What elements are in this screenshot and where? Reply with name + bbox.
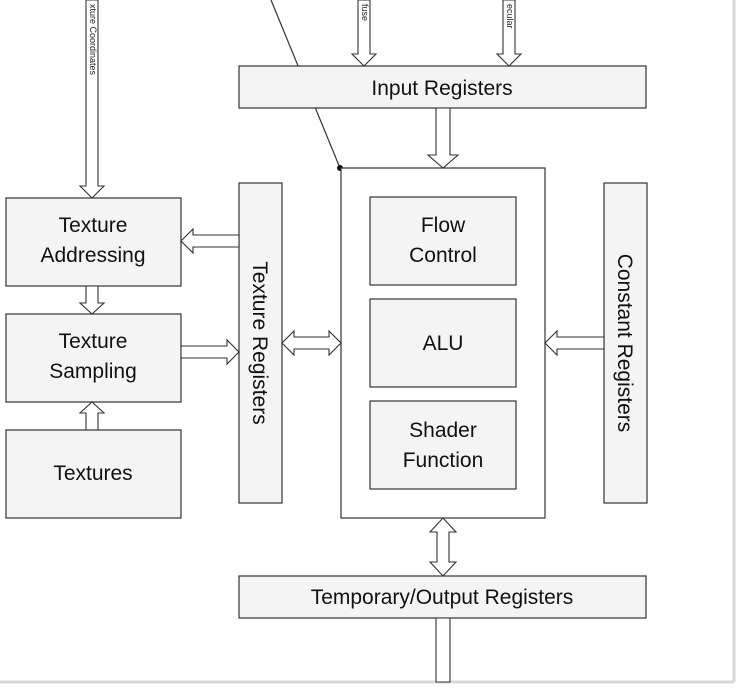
registers-to-addressing-arrow bbox=[180, 227, 240, 255]
input-to-core-arrow bbox=[426, 107, 460, 169]
shader-function-label-line2: Function bbox=[403, 449, 484, 472]
constant-to-core-arrow bbox=[544, 329, 605, 357]
diffuse-arrow: fuse bbox=[350, 0, 378, 67]
texture-registers-label: Texture Registers bbox=[248, 261, 271, 424]
textures-block: Textures bbox=[5, 429, 182, 519]
texture-registers-block: Texture Registers bbox=[238, 182, 283, 504]
constant-registers-label: Constant Registers bbox=[613, 254, 636, 433]
flow-control-block: Flow Control bbox=[369, 196, 517, 286]
texture-coordinates-arrow: xture Coordinates bbox=[78, 0, 106, 199]
input-registers-label: Input Registers bbox=[371, 77, 512, 100]
temporary-output-registers-label: Temporary/Output Registers bbox=[311, 586, 574, 609]
texture-coordinates-label: xture Coordinates bbox=[88, 4, 98, 76]
textures-label: Textures bbox=[53, 462, 132, 485]
addressing-to-sampling-arrow bbox=[78, 285, 106, 315]
texture-sampling-label-line2: Sampling bbox=[49, 360, 137, 383]
registers-core-bidirectional-arrow bbox=[281, 329, 342, 357]
constant-registers-block: Constant Registers bbox=[603, 182, 648, 504]
alu-block: ALU bbox=[369, 298, 517, 388]
temporary-output-registers-block: Temporary/Output Registers bbox=[238, 575, 647, 619]
alu-label: ALU bbox=[423, 332, 464, 355]
texture-addressing-label-line1: Texture bbox=[59, 214, 128, 237]
specular-arrow: ecular bbox=[495, 0, 523, 67]
specular-label: ecular bbox=[505, 4, 515, 29]
shader-function-label-line1: Shader bbox=[409, 419, 477, 442]
core-temp-bidirectional-arrow bbox=[428, 517, 458, 577]
shader-function-block: Shader Function bbox=[369, 400, 517, 490]
flow-control-label-line2: Control bbox=[409, 244, 477, 267]
flow-control-label-line1: Flow bbox=[421, 214, 466, 237]
textures-to-sampling-arrow bbox=[78, 401, 106, 431]
output-arrow bbox=[435, 617, 451, 683]
input-registers-block: Input Registers bbox=[238, 65, 647, 109]
sampling-to-registers-arrow bbox=[180, 338, 240, 366]
texture-addressing-label-line2: Addressing bbox=[40, 244, 145, 267]
texture-sampling-block: Texture Sampling bbox=[5, 313, 182, 403]
texture-addressing-block: Texture Addressing bbox=[5, 197, 182, 287]
diffuse-label: fuse bbox=[360, 4, 370, 21]
texture-sampling-label-line1: Texture bbox=[59, 330, 128, 353]
